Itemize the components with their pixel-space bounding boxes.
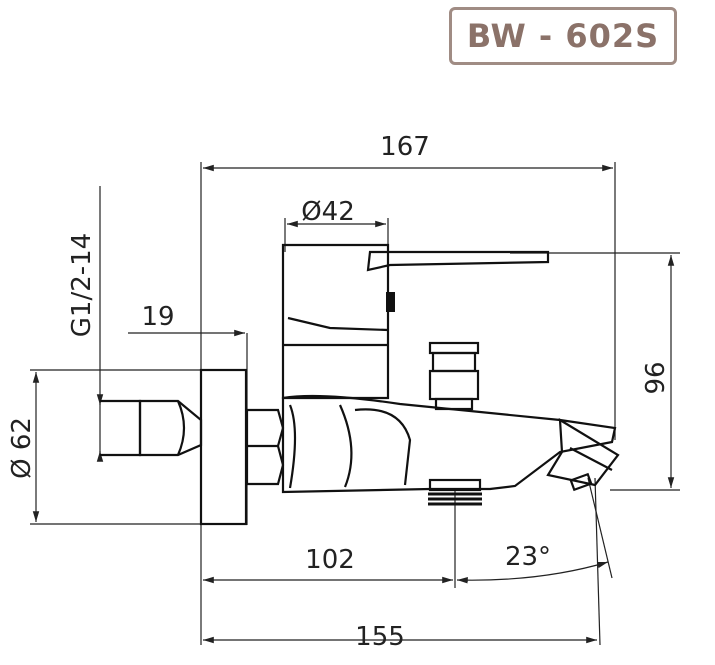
model-badge: BW - 602S <box>449 7 677 65</box>
dim-flange-diameter: Ø 62 <box>7 369 245 525</box>
handle-button <box>386 292 395 312</box>
dim-62-label: Ø 62 <box>7 417 37 479</box>
dim-total-width: 167 <box>200 132 616 645</box>
dim-42-label: Ø42 <box>301 197 355 227</box>
diverter-cap <box>428 341 480 355</box>
dim-23-label: 23° <box>505 542 551 572</box>
dim-155-label: 155 <box>355 622 405 652</box>
hex-nut <box>245 408 285 486</box>
mixer-body <box>281 394 617 494</box>
lever-handle <box>366 250 550 272</box>
wall-flange <box>199 368 248 526</box>
model-label: BW - 602S <box>466 17 660 55</box>
dim-spout-angle: 23° <box>456 477 613 584</box>
dim-handle-diameter: Ø42 <box>284 197 389 252</box>
dim-167-label: 167 <box>380 132 430 162</box>
dim-thread-label: G1/2-14 <box>67 233 97 337</box>
dim-19-label: 19 <box>141 302 174 332</box>
dim-96-label: 96 <box>641 361 671 394</box>
faucet-outline <box>100 243 620 526</box>
dim-thread: G1/2-14 <box>67 186 104 462</box>
dim-height: 96 <box>510 252 680 491</box>
dim-102-label: 102 <box>305 545 355 575</box>
dim-total-length: 155 <box>203 477 601 652</box>
handle-column <box>281 243 390 400</box>
thread-connector <box>100 399 142 457</box>
shower-outlet <box>428 478 482 492</box>
dim-center-to-outlet: 102 <box>203 490 456 588</box>
dim-wall-offset: 19 <box>128 302 248 525</box>
